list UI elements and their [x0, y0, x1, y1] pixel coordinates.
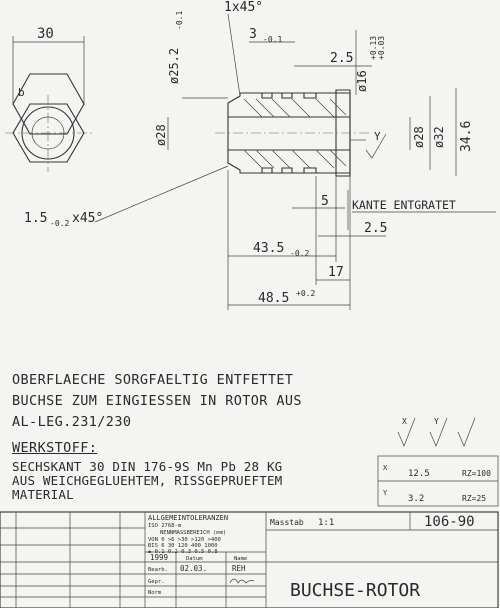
svg-text:-0.1: -0.1 — [175, 11, 184, 30]
svg-text:RZ=25: RZ=25 — [462, 494, 486, 503]
groove-bottom-dim: 2.5 — [364, 221, 387, 236]
svg-text:+0.13: +0.13 — [369, 36, 378, 60]
width-3-dim: 3 — [249, 27, 257, 42]
dia-32-dim: ø32 — [432, 126, 446, 148]
hex-width-dim: 30 — [37, 26, 54, 42]
drawing-number: 106-90 — [424, 514, 475, 530]
svg-text:VON 0 >6 >30 >120 >400: VON 0 >6 >30 >120 >400 — [148, 537, 221, 543]
len-5-dim: 5 — [321, 194, 329, 209]
dia-16-dim: ø16 — [355, 70, 369, 92]
chamfer-top-dim: 1x45° — [224, 0, 263, 15]
hex-outline — [12, 73, 85, 135]
signature — [229, 578, 255, 584]
svg-text:± 0.1 0.2 0.3 0.5 0.8: ± 0.1 0.2 0.3 0.5 0.8 — [148, 549, 218, 555]
svg-text:BIS 6 30 120 400 1000: BIS 6 30 120 400 1000 — [148, 543, 218, 549]
material-line-2: AUS WEICHGEGLUEHTEM, RISSGEPRUEFTEM — [12, 473, 283, 488]
svg-text:Y: Y — [434, 417, 439, 426]
svg-text:Y: Y — [374, 130, 381, 143]
svg-text:1999: 1999 — [150, 553, 168, 562]
svg-text:RZ=100: RZ=100 — [462, 469, 491, 478]
svg-text:Datum: Datum — [186, 556, 203, 562]
len-17-dim: 17 — [328, 265, 344, 280]
svg-text:Gepr.: Gepr. — [148, 579, 165, 585]
bushing-section-view: 1x45° 3 -0.1 ø25.2 -0.1 2.5 ø16 +0.13 +0… — [24, 0, 496, 310]
svg-text:x45°: x45° — [72, 211, 103, 226]
chamfer-left-dim: 1.5 — [24, 211, 47, 226]
surface-finish-box: X Y X 12.5 RZ=100 Y 3.2 RZ=25 — [377, 417, 499, 507]
svg-text:-0.1: -0.1 — [263, 35, 282, 44]
svg-text:+0.2: +0.2 — [296, 289, 315, 298]
dia-28-left-dim: ø28 — [154, 124, 168, 146]
svg-text:ALLGEMEINTOLERANZEN: ALLGEMEINTOLERANZEN — [148, 514, 228, 522]
svg-text:REH: REH — [232, 564, 246, 573]
across-corners-dim: 34.6 — [459, 121, 474, 152]
note-line-2: BUCHSE ZUM EINGIESSEN IN ROTOR AUS — [12, 393, 302, 409]
hex-end-view: 30 b — [5, 26, 92, 172]
svg-text:Y: Y — [383, 489, 388, 497]
material-heading: WERKSTOFF: — [12, 440, 98, 456]
svg-text:1:1: 1:1 — [318, 518, 334, 528]
svg-text:b: b — [18, 86, 25, 99]
svg-text:NENNMASSBEREICH (mm): NENNMASSBEREICH (mm) — [160, 530, 226, 536]
svg-text:02.03.: 02.03. — [180, 564, 207, 573]
svg-text:-0.2: -0.2 — [50, 219, 69, 228]
len-48-5-dim: 48.5 — [258, 291, 289, 306]
len-43-5-dim: 43.5 — [253, 241, 284, 256]
dia-25-2-dim: ø25.2 — [167, 48, 181, 84]
material-line-1: SECHSKANT 30 DIN 176-9S Mn Pb 28 KG — [12, 459, 283, 474]
groove-top-dim: 2.5 — [330, 51, 353, 66]
svg-text:Bearb.: Bearb. — [148, 567, 168, 573]
svg-text:Norm: Norm — [148, 590, 162, 596]
svg-text:X: X — [383, 464, 388, 472]
svg-text:Name: Name — [234, 556, 247, 562]
part-title: BUCHSE-ROTOR — [290, 580, 420, 601]
svg-text:X: X — [402, 417, 407, 426]
svg-text:ISO 2768-m: ISO 2768-m — [148, 523, 182, 529]
material-line-3: MATERIAL — [12, 487, 74, 502]
svg-text:12.5: 12.5 — [408, 469, 430, 479]
svg-text:Masstab: Masstab — [270, 518, 304, 527]
note-line-3: AL-LEG.231/230 — [12, 414, 132, 430]
svg-text:3.2: 3.2 — [408, 494, 424, 504]
dia-28-right-dim: ø28 — [412, 126, 426, 148]
svg-text:+0.03: +0.03 — [377, 36, 386, 60]
svg-text:-0.2: -0.2 — [290, 249, 309, 258]
title-block: ALLGEMEINTOLERANZEN ISO 2768-m NENNMASSB… — [0, 511, 499, 608]
edge-deburred-note: KANTE ENTGRATET — [352, 198, 456, 212]
note-line-1: OBERFLAECHE SORGFAELTIG ENTFETTET — [12, 372, 294, 388]
